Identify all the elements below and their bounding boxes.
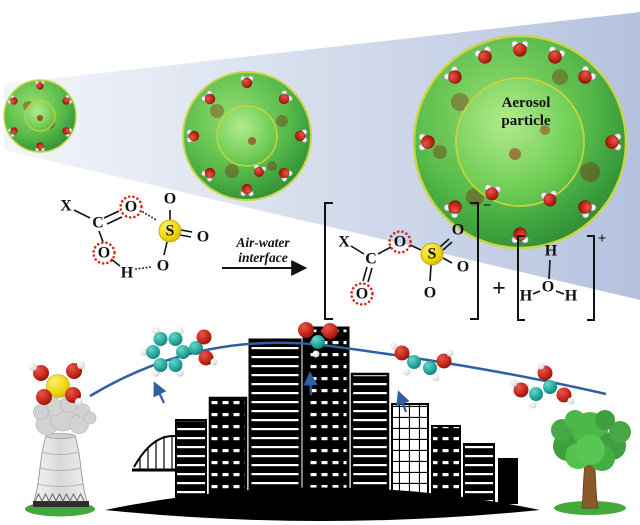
city-skyline bbox=[105, 326, 540, 521]
atom-h-hydronium-left: H bbox=[520, 288, 533, 305]
atom-x-reactant: X bbox=[60, 198, 72, 215]
uplift-arrow bbox=[396, 390, 410, 413]
reactant-structure: X C O O H S O O O bbox=[60, 191, 209, 282]
hydronium-cation-structure: H O H H + bbox=[517, 231, 607, 321]
carbonyl-molecule bbox=[298, 322, 338, 358]
atom-c-reactant: C bbox=[92, 215, 104, 232]
building bbox=[208, 396, 248, 508]
uplift-arrow bbox=[303, 371, 318, 396]
building bbox=[175, 419, 207, 507]
atom-o-s-bottom: O bbox=[157, 258, 169, 275]
tree bbox=[551, 410, 631, 515]
atom-o-sulfate-bottom: O bbox=[424, 285, 436, 302]
building bbox=[248, 338, 302, 508]
building bbox=[431, 425, 461, 507]
sulfuric-acid-molecule bbox=[29, 361, 85, 406]
organic-molecule-1 bbox=[390, 342, 454, 382]
atom-x-product: X bbox=[338, 234, 350, 251]
building bbox=[498, 458, 518, 504]
anion-charge: − bbox=[483, 198, 492, 214]
building bbox=[391, 403, 429, 507]
atom-o-carbonyl-product: O bbox=[356, 286, 368, 303]
uplift-arrow bbox=[153, 381, 167, 404]
building bbox=[350, 372, 390, 508]
organic-molecule-2 bbox=[510, 362, 575, 409]
plus-operator: + bbox=[492, 276, 506, 302]
power-plant bbox=[25, 395, 97, 517]
smoke bbox=[33, 395, 97, 436]
aromatic-acid-molecule bbox=[140, 327, 218, 377]
atom-h-hydronium-top: H bbox=[545, 243, 558, 260]
atom-h-hydronium-right: H bbox=[565, 288, 578, 305]
arrow-label-line1: Air-water bbox=[235, 235, 290, 250]
atom-o-hydronium: O bbox=[542, 279, 554, 296]
building bbox=[463, 443, 495, 507]
building bbox=[302, 326, 350, 508]
uplift-arrows bbox=[153, 371, 410, 413]
aerosol-particle-large: Aerosol particle bbox=[412, 34, 628, 250]
cation-charge: + bbox=[598, 231, 607, 247]
arrow-label-line2: interface bbox=[238, 250, 288, 265]
aerosol-label-line2: particle bbox=[501, 113, 550, 129]
atom-o-carbonyl-reactant: O bbox=[125, 199, 137, 216]
tree-foliage bbox=[551, 410, 631, 471]
trajectory-curve bbox=[89, 341, 607, 398]
aerosol-particle-small bbox=[3, 79, 77, 153]
atom-o-sulfate-right: O bbox=[457, 259, 469, 276]
atom-c-product: C bbox=[365, 251, 377, 268]
reaction-arrow: Air-water interface bbox=[222, 235, 308, 276]
atom-s-product: S bbox=[428, 246, 437, 263]
atom-o-hydroxyl-reactant: O bbox=[98, 245, 110, 262]
atom-s-reactant: S bbox=[166, 223, 175, 240]
aerosol-label-line1: Aerosol bbox=[502, 95, 551, 111]
atom-o-sulfate-top: O bbox=[452, 222, 464, 239]
product-anion-structure: X C O O S O O O − bbox=[324, 198, 492, 320]
atom-o-s-top: O bbox=[164, 191, 176, 208]
aerosol-particle-medium bbox=[182, 71, 312, 201]
earth-dome bbox=[105, 487, 540, 521]
atom-o-s-right: O bbox=[197, 229, 209, 246]
atom-h-acid: H bbox=[121, 265, 134, 282]
atom-o-bridging: O bbox=[394, 234, 406, 251]
